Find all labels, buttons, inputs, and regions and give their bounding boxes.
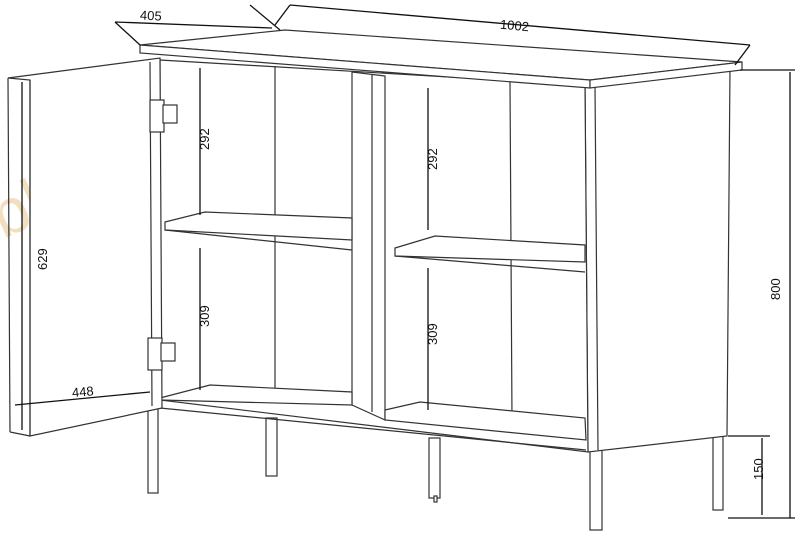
dim-depth: 405 bbox=[140, 7, 162, 23]
right-side-panel bbox=[584, 67, 731, 453]
dim-right-upper: 292 bbox=[425, 148, 440, 170]
dim-door-height: 629 bbox=[35, 248, 50, 270]
hinge-top bbox=[149, 99, 165, 133]
dim-right-lower: 309 bbox=[425, 323, 440, 345]
right-bottom bbox=[384, 401, 587, 441]
dim-door-width: 448 bbox=[71, 383, 94, 400]
dim-width: 1002 bbox=[499, 17, 529, 34]
right-shelf bbox=[394, 235, 586, 263]
dim-left-lower: 309 bbox=[197, 305, 212, 327]
left-shelf bbox=[164, 211, 353, 241]
hinge-bottom bbox=[147, 337, 163, 371]
open-door bbox=[7, 57, 163, 437]
dim-left-upper: 292 bbox=[197, 128, 212, 150]
dim-height: 800 bbox=[768, 278, 783, 300]
dimension-lines bbox=[14, 4, 795, 519]
dim-leg-height: 150 bbox=[751, 458, 766, 480]
center-divider bbox=[351, 71, 386, 421]
